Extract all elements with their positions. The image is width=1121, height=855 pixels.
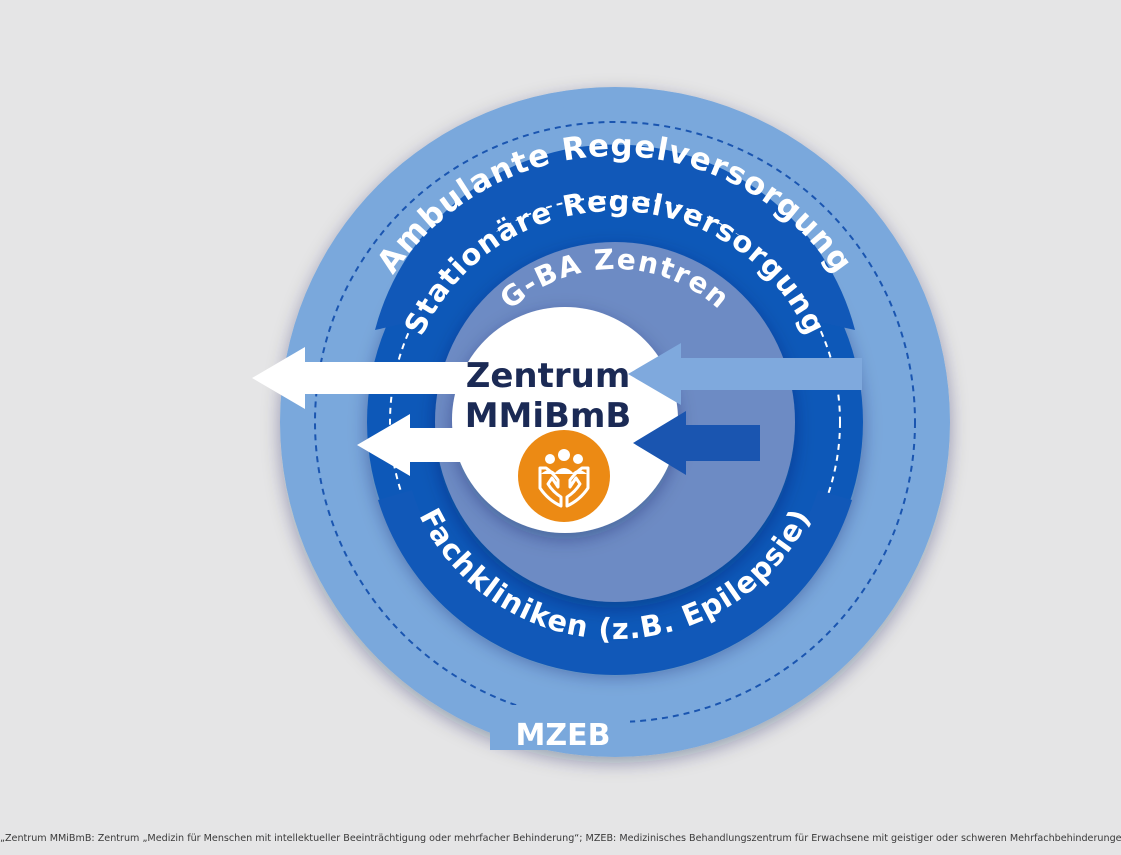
outer-ring-label-gap-top (330, 91, 900, 250)
outgoing-arrow-lower (357, 414, 565, 476)
center-title-line1: Zentrum (466, 356, 631, 396)
outgoing-arrow-upper (252, 347, 565, 409)
mzeb-label-gap (490, 705, 630, 750)
incoming-arrow-lower (633, 411, 760, 475)
outer-ring-bottom-label: MZEB (516, 718, 611, 753)
second-ring-label-gap-bottom (378, 490, 852, 675)
second-ring-label-gap-top (375, 144, 855, 330)
hands-holding-people-icon (518, 430, 610, 522)
center-title-line2: MMiBmB (465, 396, 632, 436)
outer-ring-dashed-separator (314, 121, 916, 723)
incoming-arrow-upper (628, 343, 862, 405)
footnote: „Zentrum MMiBmB: Zentrum „Medizin für Me… (0, 833, 1121, 844)
